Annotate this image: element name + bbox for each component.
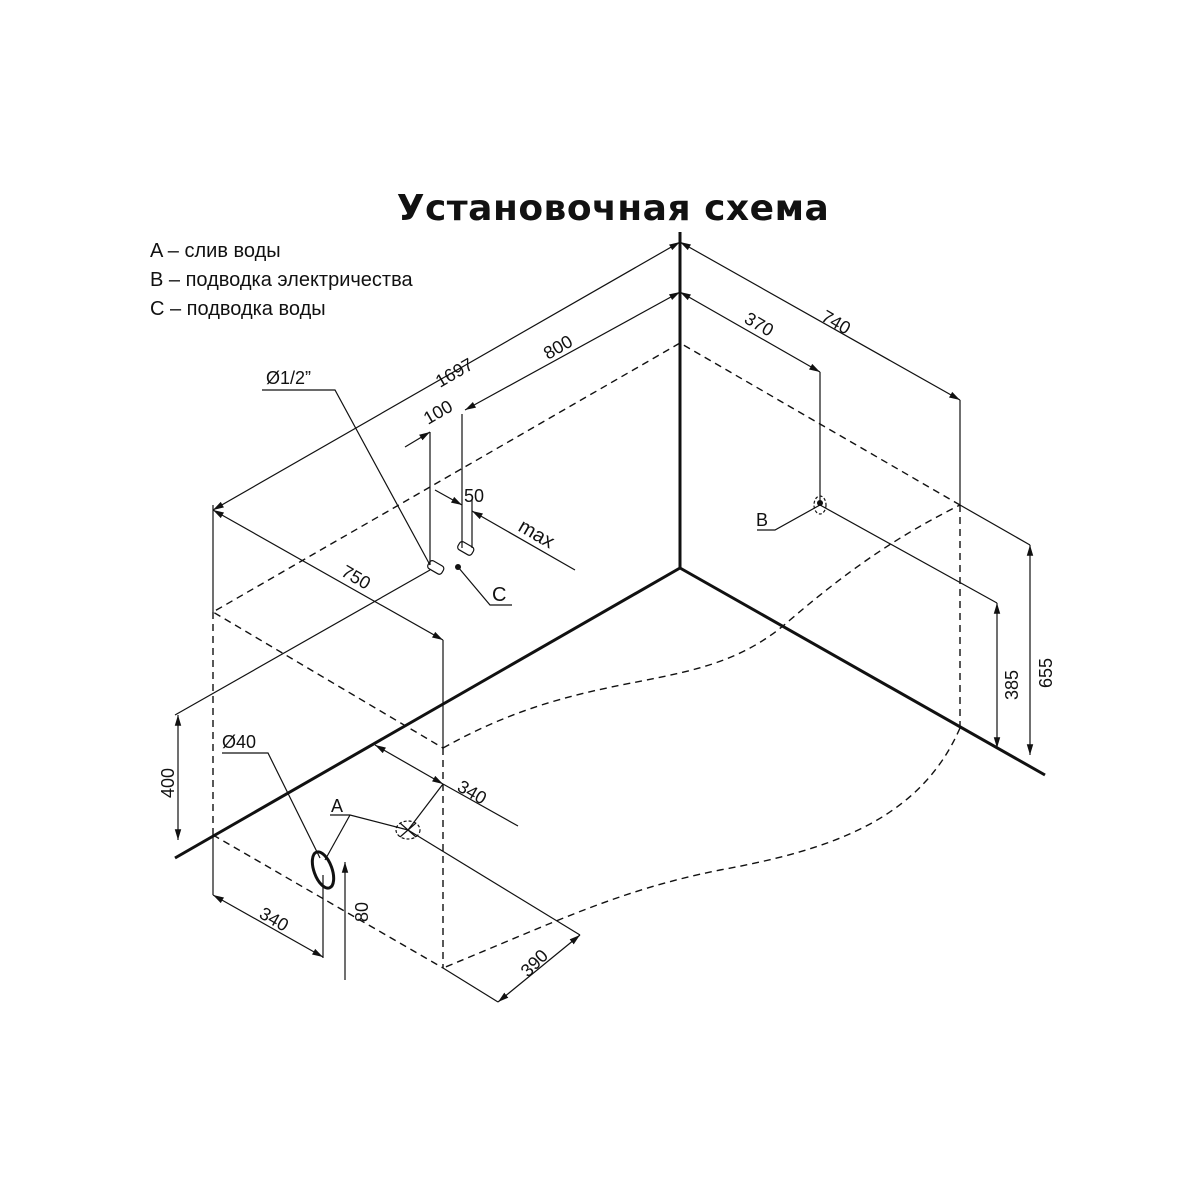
- dim-740: 740: [818, 306, 854, 338]
- dim-400: 400: [158, 768, 178, 798]
- pipe-diameter-label: Ø1/2”: [266, 368, 311, 388]
- dim-370: 370: [741, 308, 777, 340]
- dim-385: 385: [1002, 670, 1022, 700]
- dim-1697: 1697: [432, 354, 477, 391]
- water-point-c: [455, 564, 461, 570]
- water-fittings: [427, 541, 475, 575]
- electric-point-b: [813, 495, 827, 515]
- diagram-title: Установочная схема: [396, 188, 830, 229]
- drain-point-a: [395, 820, 421, 840]
- dim-800: 800: [540, 331, 576, 363]
- drain-diameter-label: Ø40: [222, 732, 256, 752]
- point-c-label: C: [492, 584, 506, 606]
- point-a-label: A: [331, 796, 343, 816]
- dim-750: 750: [338, 561, 374, 593]
- bathtub-outline: [211, 342, 961, 969]
- dim-340-bottom: 340: [256, 903, 292, 935]
- walls: [174, 232, 1046, 860]
- dim-80: 80: [352, 902, 372, 922]
- dim-100: 100: [420, 396, 456, 428]
- dim-655: 655: [1036, 658, 1056, 688]
- overflow-drain: [310, 850, 336, 890]
- point-b-label: B: [756, 510, 768, 530]
- dim-50: 50: [464, 486, 484, 506]
- dim-390: 390: [517, 945, 552, 980]
- dim-340-mid: 340: [454, 776, 490, 808]
- dimension-lines: [174, 241, 1034, 1003]
